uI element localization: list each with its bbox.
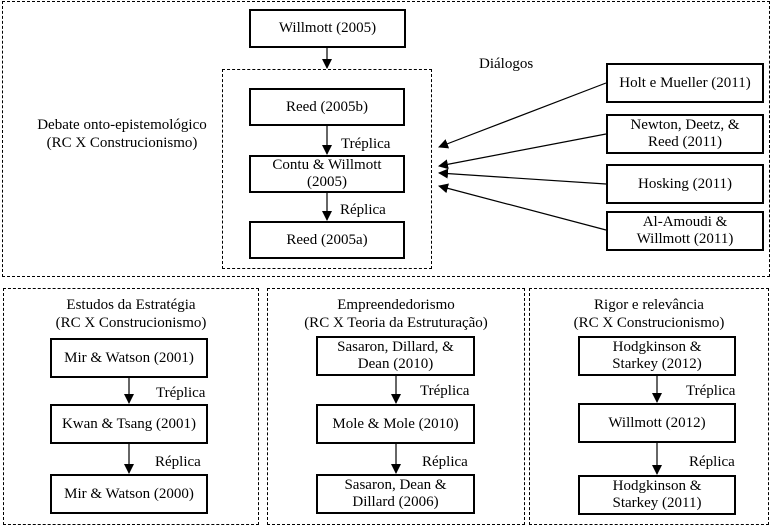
dialog-text-line-1: Hosking (2011) — [637, 175, 733, 192]
chain-text: Mir & Watson (2000) — [64, 485, 194, 502]
origin-box-willmott-2005: Willmott (2005) — [249, 9, 406, 48]
chain-text: Reed (2005a) — [286, 231, 368, 248]
link-label-replica: Réplica — [689, 454, 735, 470]
chain-text-line-1: Hodgkinson & — [612, 339, 702, 355]
panel-title-line-2: (RC X Construcionismo) — [573, 315, 725, 331]
panel-title-line-2: (RC X Construcionismo) — [55, 315, 207, 331]
chain-box-hodgkinson-starkey-2011: Hodgkinson & Starkey (2011) — [578, 475, 736, 515]
chain-box-hodgkinson-starkey-2012: Hodgkinson & Starkey (2012) — [578, 336, 736, 376]
dialog-box-hosking: Hosking (2011) — [606, 164, 764, 204]
link-label-treplica: Tréplica — [156, 385, 206, 401]
chain-box-mir-watson-2001: Mir & Watson (2001) — [50, 338, 208, 378]
chain-text: Mole & Mole (2010) — [332, 415, 459, 432]
link-label-replica: Réplica — [155, 454, 201, 470]
chain-box-mole-mole-2010: Mole & Mole (2010) — [316, 404, 475, 444]
top-panel — [2, 1, 770, 277]
link-label-replica: Réplica — [422, 454, 468, 470]
chain-text: Kwan & Tsang (2001) — [61, 415, 197, 432]
panel-title-line-1: Rigor e relevância — [594, 297, 704, 313]
chain-box-mir-watson-2000: Mir & Watson (2000) — [50, 474, 208, 514]
chain-text-line-1: Sasaron, Dean & — [344, 477, 447, 493]
dialogs-label: Diálogos — [479, 56, 534, 72]
chain-box-kwan-tsang-2001: Kwan & Tsang (2001) — [50, 404, 208, 444]
dialog-text-line-2: Willmott (2011) — [636, 231, 734, 247]
chain-text-line-2: Starkey (2012) — [612, 356, 702, 372]
dialog-box-newton-deetz-reed: Newton, Deetz, & Reed (2011) — [606, 114, 764, 154]
link-label-treplica: Tréplica — [420, 383, 470, 399]
chain-text-line-1: Hodgkinson & — [612, 478, 702, 494]
chain-text: Reed (2005b) — [285, 98, 369, 115]
top-topic-label: Debate onto-epistemológico (RC X Constru… — [22, 116, 222, 152]
origin-text: Willmott (2005) — [278, 20, 377, 36]
panel-title-line-2: (RC X Teoria da Estruturação) — [304, 315, 488, 331]
chain-text-line-1: Sasaron, Dillard, & — [337, 339, 454, 355]
chain-text-line-2: Starkey (2011) — [612, 495, 702, 511]
debate-inner-panel — [222, 69, 432, 269]
panel-title: Estudos da Estratégia (RC X Construcioni… — [3, 296, 259, 332]
chain-box-reed-2005a: Reed (2005a) — [249, 221, 405, 259]
chain-box-willmott-2012: Willmott (2012) — [578, 403, 736, 443]
dialog-text-line-2: Reed (2011) — [647, 134, 722, 150]
chain-box-sasaron-dean-dillard-2006: Sasaron, Dean & Dillard (2006) — [316, 474, 475, 514]
chain-text-line-2: Dillard (2006) — [352, 494, 439, 510]
link-label-replica: Réplica — [340, 202, 386, 218]
topic-line-1: Debate onto-epistemológico — [37, 117, 207, 133]
chain-text-line-1: Contu & Willmott — [272, 157, 382, 173]
panel-title-line-1: Empreendedorismo — [337, 297, 455, 313]
dialog-box-al-amoudi-willmott: Al-Amoudi & Willmott (2011) — [606, 211, 764, 251]
chain-text-line-2: Dean (2010) — [357, 356, 434, 372]
link-label-treplica: Tréplica — [686, 383, 736, 399]
panel-title-line-1: Estudos da Estratégia — [66, 297, 196, 313]
chain-text: Willmott (2012) — [608, 414, 706, 431]
dialog-text-line-1: Al-Amoudi & — [642, 214, 728, 230]
dialog-box-holt-mueller: Holt e Mueller (2011) — [606, 63, 764, 103]
chain-box-reed-2005b: Reed (2005b) — [249, 88, 405, 126]
link-label-treplica: Tréplica — [341, 136, 391, 152]
bottom-panel-empreendedorismo — [267, 288, 525, 525]
bottom-panel-rigor — [529, 288, 769, 525]
topic-line-2: (RC X Construcionismo) — [46, 135, 198, 151]
panel-title: Rigor e relevância (RC X Construcionismo… — [529, 296, 769, 332]
chain-box-contu-willmott-2005: Contu & Willmott (2005) — [249, 155, 405, 193]
dialog-text-line-1: Holt e Mueller (2011) — [619, 74, 751, 91]
dialog-text-line-1: Newton, Deetz, & — [630, 117, 740, 133]
chain-text-line-2: (2005) — [307, 174, 347, 190]
bottom-panel-estrategia — [3, 288, 259, 525]
panel-title: Empreendedorismo (RC X Teoria da Estrutu… — [267, 296, 525, 332]
chain-box-sasaron-dillard-dean-2010: Sasaron, Dillard, & Dean (2010) — [316, 336, 475, 376]
chain-text: Mir & Watson (2001) — [64, 349, 194, 366]
